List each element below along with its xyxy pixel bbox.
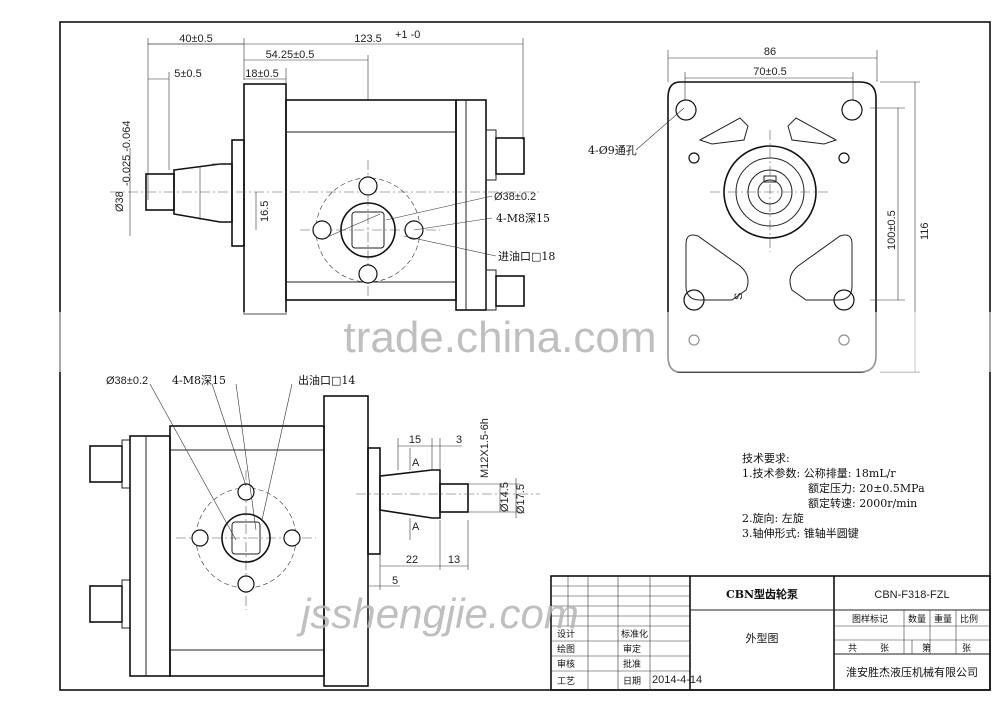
dim-shoulder: 5 xyxy=(392,575,398,587)
section-a-bot: A xyxy=(412,521,420,533)
label-thread: 4-M8深15 xyxy=(496,212,550,225)
dim-hole-pitch: 70±0.5 xyxy=(753,66,787,78)
dim-shaft-dia: Ø38 xyxy=(114,191,126,212)
rear-label-port-dia: Ø38±0.2 xyxy=(106,375,148,387)
date-value: 2014-4-14 xyxy=(652,674,702,686)
dim-total: 123.5 xyxy=(354,33,382,45)
sheet-unit1: 张 xyxy=(880,643,889,654)
label-inlet: 进油口□18 xyxy=(498,249,555,263)
front-view: 40±0.5 123.5 +1 -0 54.25±0.5 5±0.5 18±0.… xyxy=(110,29,555,315)
role-review: 审核 xyxy=(557,658,575,670)
col-date: 日期 xyxy=(623,676,641,687)
label-holes: 4-Ø9通孔 xyxy=(588,144,637,157)
watermark-bottom: jsshengjie.com xyxy=(296,590,579,637)
tech-line-1: 1.技术参数: 公称排量: 18mL/r xyxy=(742,466,896,480)
company-name: 淮安胜杰液压机械有限公司 xyxy=(846,665,978,679)
col-approve: 审定 xyxy=(623,643,641,655)
dim-total-tol: +1 -0 xyxy=(395,29,420,41)
sheet-total: 共 xyxy=(848,643,857,654)
rear-label-thread: 4-M8深15 xyxy=(172,374,226,387)
tech-line-5: 3.轴伸形式: 锥轴半圆键 xyxy=(742,526,859,540)
dim-mid: 54.25±0.5 xyxy=(266,49,315,61)
rear-view: A A 15 3 M12X1.5-6h Ø14.5 Ø17.5 22 13 5 xyxy=(89,373,540,687)
dim-len2: 13 xyxy=(448,554,460,566)
tech-line-3: 额定转速: 2000r/min xyxy=(808,496,917,510)
col-std: 标准化 xyxy=(621,628,648,640)
role-draw: 绘图 xyxy=(557,643,575,655)
mark-s: S xyxy=(733,293,745,300)
drawing-name: 外型图 xyxy=(746,631,779,645)
hdr-scale: 比例 xyxy=(960,613,978,625)
role-process: 工艺 xyxy=(557,676,575,687)
dim-body: 18±0.5 xyxy=(245,68,279,80)
dim-d1: Ø14.5 xyxy=(499,482,511,512)
hdr-mark: 图样标记 xyxy=(852,613,888,625)
dim-flange: 40±0.5 xyxy=(179,33,213,45)
tech-title: 技术要求: xyxy=(742,452,790,465)
sheet-unit2: 张 xyxy=(962,643,971,654)
title-block: 设计 绘图 审核 工艺 标准化 审定 批准 日期 2014-4-14 CBN型齿… xyxy=(550,575,991,691)
section-a-top: A xyxy=(412,457,420,469)
dim-spline: M12X1.5-6h xyxy=(479,418,491,478)
dim-len1: 22 xyxy=(406,554,418,566)
col-ratify: 批准 xyxy=(623,658,641,670)
rear-label-outlet: 出油口□14 xyxy=(298,373,355,387)
product-name: CBN型齿轮泵 xyxy=(726,587,798,601)
dim-shaft: 5±0.5 xyxy=(174,68,201,80)
tech-line-4: 2.旋向: 左旋 xyxy=(742,511,804,525)
hdr-weight: 重量 xyxy=(934,613,952,625)
label-port-dia: Ø38±0.2 xyxy=(494,191,536,203)
tech-requirements: 技术要求: 1.技术参数: 公称排量: 18mL/r 额定压力: 20±0.5M… xyxy=(742,452,925,540)
dim-shaft-dia-tol: -0.025 -0.064 xyxy=(121,121,133,186)
tech-line-2: 额定压力: 20±0.5MPa xyxy=(808,481,925,495)
role-design: 设计 xyxy=(557,628,575,640)
dim-height: 16.5 xyxy=(259,201,271,222)
dim-side-width: 86 xyxy=(764,46,776,58)
dim-key-len: 15 xyxy=(409,434,421,446)
watermark-main: trade.china.com xyxy=(343,313,656,362)
dim-height-pitch: 100±0.5 xyxy=(886,210,898,250)
dim-d2: Ø17.5 xyxy=(515,484,527,514)
sheet-num: 第 xyxy=(922,642,931,654)
dim-key-w: 3 xyxy=(456,434,462,446)
model-number: CBN-F318-FZL xyxy=(874,589,949,601)
dim-side-height: 116 xyxy=(919,222,931,240)
hdr-qty: 数量 xyxy=(908,613,926,625)
